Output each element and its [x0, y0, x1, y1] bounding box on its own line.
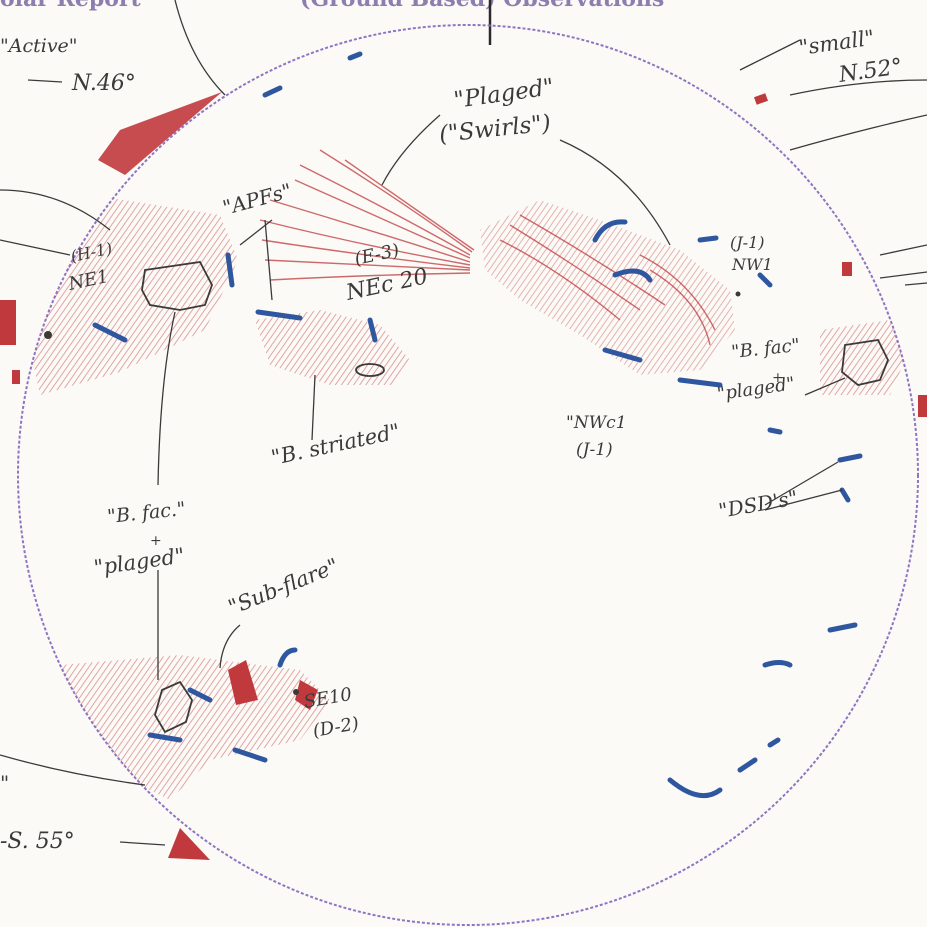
label-dsds: "DSD's": [717, 485, 800, 523]
label-plaged-right: "plaged": [716, 373, 796, 405]
header-observations-text: (Ground Based) Observations: [300, 0, 664, 12]
sunspot-dot-nw1: [736, 292, 741, 297]
label-nwc1: "NWc1: [566, 413, 627, 433]
label-bfac-right: "B. fac": [730, 335, 801, 363]
label-j1-b: (J-1): [576, 440, 613, 460]
label-e3: (E-3): [353, 240, 401, 270]
label-s55: -S. 55°: [0, 829, 75, 854]
label-active: "Active": [0, 35, 78, 57]
label-n46: N.46°: [71, 71, 136, 96]
label-swirls: ("Swirls"): [438, 110, 552, 148]
limb-red-marker-south: [168, 828, 210, 860]
n46-dash: [28, 80, 62, 82]
label-b-striated: "B. striated": [269, 419, 402, 470]
label-plaged-left: "plaged": [92, 543, 186, 579]
label-quote-left: ": [0, 771, 9, 795]
label-j1: (J-1): [730, 233, 764, 252]
sunspot-dot-ne1: [44, 331, 52, 339]
label-plus-right: +: [772, 370, 784, 386]
label-plaged: "Plaged": [452, 74, 555, 114]
plage-region-h1: [20, 190, 238, 395]
header-report-text: olar Report: [0, 0, 141, 12]
label-nec20: NEc 20: [343, 264, 430, 306]
sunspot-dot-se10: [293, 689, 299, 695]
label-d2: (D-2): [311, 713, 360, 742]
limb-red-marker-north: [98, 92, 222, 175]
label-apfs: "APFs": [220, 178, 294, 219]
label-subflare: "Sub-flare": [225, 554, 342, 620]
label-nw1: NW1: [731, 255, 773, 274]
plage-region-e3: [255, 310, 410, 385]
red-region-marks: [0, 93, 927, 710]
label-small: "small": [797, 26, 876, 60]
label-bfac-left: "B. fac.": [106, 498, 186, 528]
label-n52: N.52°: [836, 54, 904, 88]
